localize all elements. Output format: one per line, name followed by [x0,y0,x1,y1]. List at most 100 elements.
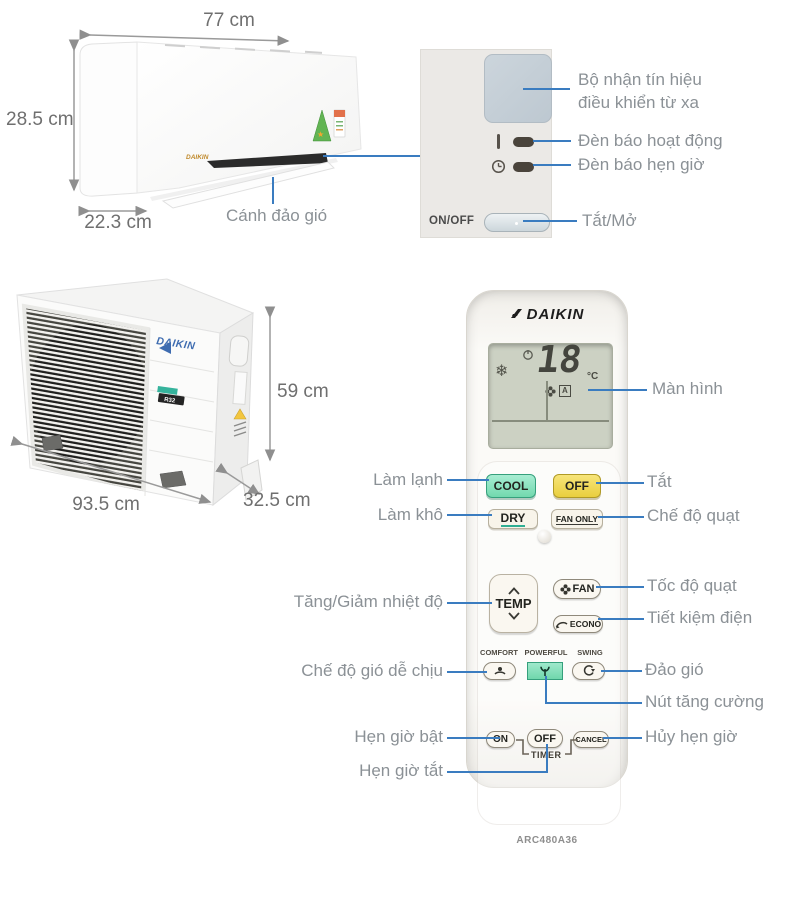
remote-notch [538,530,551,543]
temperature-unit: °C [587,371,599,382]
lcd-divider-h [492,420,609,422]
indoor-shadow [150,158,338,201]
warning-icon [233,408,247,420]
annotation-comfort: Chế độ gió dễ chịu [301,661,443,680]
temperature-readout: 18 [533,338,585,381]
annotation-cancel: Hủy hẹn giờ [645,727,738,746]
dim-width-indoor: 77 cm [203,10,255,31]
timer-on-button: ON [486,731,515,748]
line-timer-on [447,737,500,739]
indoor-unit-illustration: ★ DAIKIN [68,29,362,217]
line-display [588,389,647,391]
chevron-up-icon [507,587,520,595]
indoor-front-face [136,41,362,194]
fan-only-label: FAN ONLY [555,513,599,525]
annotation-timer-off: Hẹn giờ tắt [359,761,443,780]
spec-sticker-header [334,110,345,117]
indoor-top-vents [164,44,323,54]
operation-light [513,137,534,147]
fan-only-button: FAN ONLY [551,509,603,529]
energy-star-icon: ★ [317,130,324,139]
comfort-button [483,662,516,680]
line-off [596,482,644,484]
line-cool [447,479,489,481]
line-swing [601,670,642,672]
fan-auto-indicator: A [545,385,571,397]
annotation-dry: Làm khô [377,505,443,524]
timer-bracket [516,739,578,755]
foot-left [41,434,64,452]
annotation-display: Màn hình [652,379,723,398]
timer-off-button: OFF [527,729,563,748]
line-econo [598,618,644,620]
power-button-label: Tắt/Mở [582,211,637,230]
indoor-flap [161,161,335,209]
annotation-fan-mode: Chế độ quạt [647,506,740,525]
spec-sticker-line [336,125,343,127]
refrigerant-badge-text: R32 [164,397,176,405]
annotation-off: Tắt [647,472,672,491]
operation-light-label: Đèn báo hoạt động [578,131,723,150]
powerful-icon [540,666,550,676]
remote-control: DAIKIN ❄ 18 °C A COOL OFF DR [466,290,628,846]
indoor-left-cap [79,41,138,197]
line-timer-off-v [546,744,548,773]
timer-clock-icon [491,159,506,174]
remote-brand: DAIKIN [467,306,627,323]
inverter-sticker [157,386,178,395]
econo-button-label: ECONO [569,619,602,629]
receiver-label-line2: điều khiển từ xa [578,93,700,112]
receiver-line [523,88,570,90]
dim-depth-indoor: 22.3 cm [84,212,152,233]
timer-light [513,162,534,172]
dry-button-label: DRY [500,511,526,527]
powerful-label: POWERFUL [524,648,568,657]
line-cancel [603,737,642,739]
dim-width-outdoor: 93.5 cm [72,494,140,515]
outdoor-brand-triangle-icon [159,342,171,354]
fan-button-label: FAN [572,583,595,595]
comfort-icon [493,667,506,675]
annotation-timer-on: Hẹn giờ bật [354,727,443,746]
annotation-cool: Làm lạnh [373,470,443,489]
annotation-swing: Đảo gió [645,660,704,679]
flap-label: Cánh đảo gió [226,206,328,225]
fan-auto-letter: A [559,385,571,397]
energy-label-sticker [312,109,332,142]
operation-mark [497,134,500,149]
cool-button: COOL [486,474,536,498]
receiver-panel: ON/OFF [420,49,552,238]
outdoor-grille [21,303,151,497]
line-temp [447,602,492,604]
remote-brand-text: DAIKIN [526,306,585,323]
foot-right [159,470,187,489]
fan-icon [559,583,571,595]
dim-height-outdoor: 59 cm [277,381,329,402]
chevron-down-icon [507,612,520,620]
daikin-mark-icon [510,309,522,318]
arrow-width-indoor [79,29,290,46]
side-label-sticker [232,371,248,405]
power-icon [523,350,533,360]
outdoor-unit-illustration: DAIKIN R32 [10,278,276,507]
econo-button: ECONO [553,615,603,633]
flap-pointer-line [272,177,274,204]
unit-to-panel-line [323,155,420,157]
annotation-econo: Tiết kiệm điện [647,608,753,627]
temp-button: TEMP [489,574,538,633]
dim-height-indoor: 28.5 cm [6,109,74,130]
fan-icon [545,385,556,397]
spec-sticker-line [336,121,343,123]
indoor-brand-logo: DAIKIN [186,154,209,161]
line-timer-off-h [447,771,548,773]
comfort-label: COMFORT [480,648,518,657]
timer-light-label: Đèn báo hẹn giờ [578,155,705,174]
remote-display: ❄ 18 °C A [488,338,613,449]
receiver-label: Bộ nhận tín hiệu điều khiển từ xa [578,68,702,114]
timer-cancel-button: CANCEL [573,731,609,748]
timer-light-line [533,164,571,166]
emergency-power-button [484,213,550,232]
arrow-depth-outdoor [215,462,261,495]
indoor-outlet-slot [207,153,328,168]
